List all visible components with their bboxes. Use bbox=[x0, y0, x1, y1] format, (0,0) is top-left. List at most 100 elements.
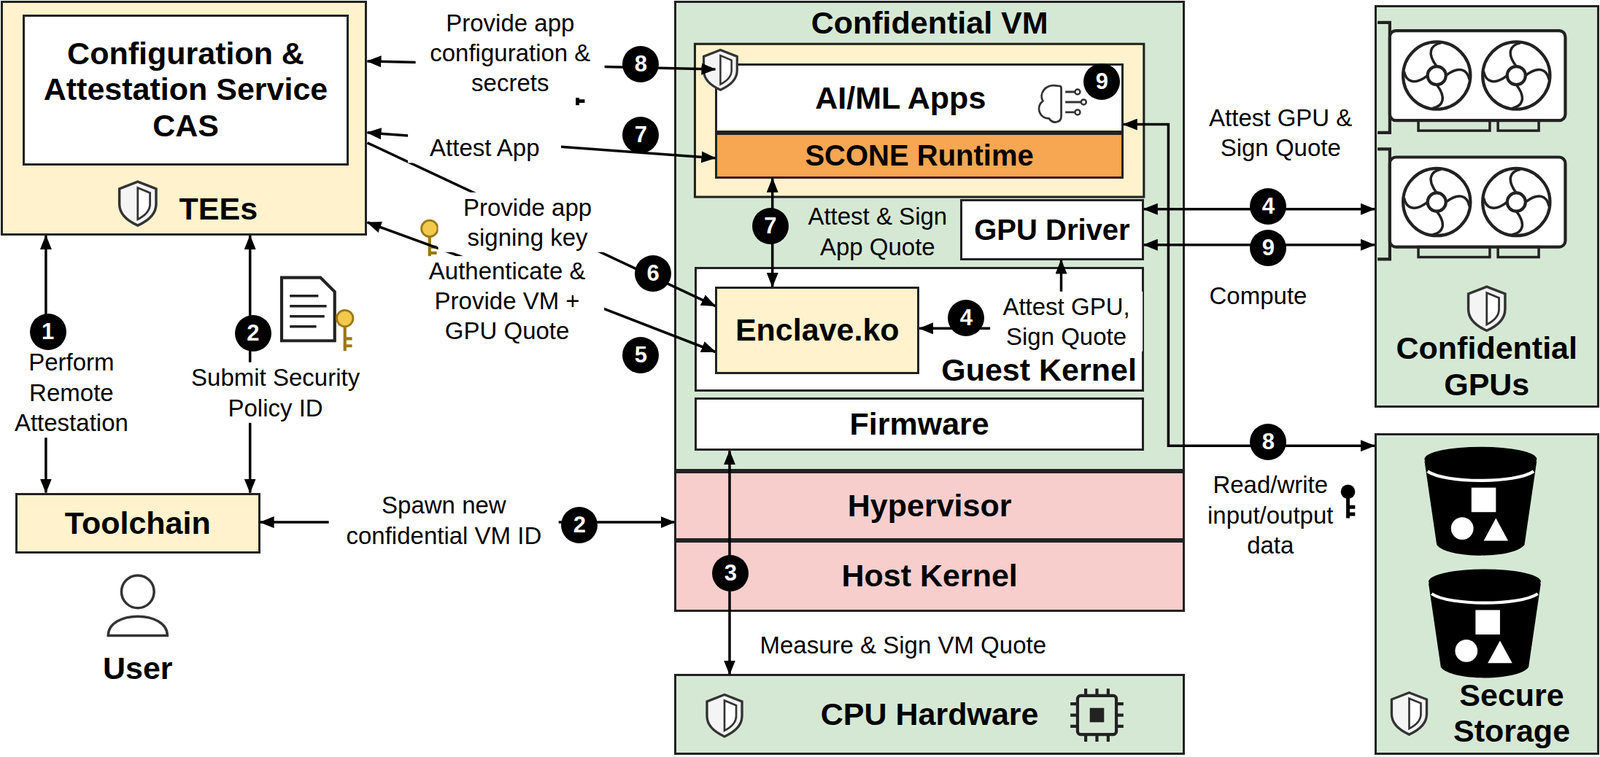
node-label: Enclave.ko bbox=[735, 312, 900, 349]
node-label: AI/ML Apps bbox=[814, 80, 986, 117]
document-sheet bbox=[281, 277, 335, 342]
node-label: Confidential VM bbox=[811, 5, 1049, 41]
bucket-top bbox=[1424, 447, 1537, 473]
node-label: CPU Hardware bbox=[820, 696, 1039, 733]
key-head bbox=[421, 220, 438, 237]
storage-bucket bbox=[1428, 569, 1541, 679]
callout-number: 2 bbox=[234, 315, 272, 352]
node-label: Secure Storage bbox=[1430, 677, 1595, 751]
edge-label: Measure & Sign VM Quote bbox=[734, 631, 1072, 662]
app-container bbox=[694, 43, 1144, 197]
key-shaft bbox=[345, 326, 353, 352]
edge-label: Read/write input/output data bbox=[1186, 469, 1355, 561]
gpu-fan-hub bbox=[1427, 192, 1447, 211]
chip-pins bbox=[1070, 688, 1124, 742]
node-label: Confidential GPUs bbox=[1379, 330, 1594, 403]
edge-label: Submit Security Policy ID bbox=[178, 362, 373, 424]
module-box: Enclave.ko bbox=[715, 286, 920, 375]
key-head bbox=[337, 310, 354, 327]
callout-number: 2 bbox=[561, 507, 598, 544]
host-kernel-band: Host Kernel bbox=[674, 540, 1185, 613]
gpu-fan-blades bbox=[1403, 43, 1470, 109]
edge-label: Attest GPU, Sign Quote bbox=[990, 291, 1144, 352]
bucket-triangle bbox=[1483, 518, 1509, 542]
edge-label: Provide app signing key bbox=[438, 192, 618, 254]
callout-number: 5 bbox=[622, 337, 659, 374]
gpu-fan bbox=[1403, 168, 1471, 236]
node-label: Configuration & Attestation Service CAS bbox=[28, 35, 343, 144]
callout-number: 8 bbox=[622, 45, 659, 83]
driver-box: GPU Driver bbox=[960, 199, 1145, 261]
gpu-fan-blades bbox=[1403, 169, 1470, 235]
node-label: GPU Driver bbox=[974, 213, 1130, 247]
edge-label: Perform Remote Attestation bbox=[2, 348, 141, 439]
node-label: Host Kernel bbox=[841, 558, 1018, 594]
callout-number: 4 bbox=[1249, 188, 1287, 225]
edge-label: Attest GPU & Sign Quote bbox=[1191, 102, 1371, 164]
hypervisor-band: Hypervisor bbox=[674, 471, 1185, 541]
callout-number: 9 bbox=[1083, 63, 1120, 100]
key-head bbox=[1340, 484, 1356, 500]
bucket-circle bbox=[1451, 517, 1474, 540]
node-label: Toolchain bbox=[64, 505, 211, 542]
callout-number: 9 bbox=[1249, 229, 1287, 267]
edge-label: Attest App bbox=[407, 132, 562, 163]
edge-label: Spawn new confidential VM ID bbox=[329, 490, 559, 551]
edge-label: Compute bbox=[1187, 280, 1331, 311]
gpu-fan-blades bbox=[1483, 43, 1550, 109]
bucket-body bbox=[1428, 583, 1541, 678]
callout-number: 1 bbox=[29, 313, 67, 351]
chip-core bbox=[1090, 708, 1105, 724]
user-icon bbox=[107, 575, 168, 637]
node-label: Firmware bbox=[849, 406, 990, 443]
gpu-fan bbox=[1482, 41, 1550, 109]
node-label: SCONE Runtime bbox=[804, 138, 1034, 173]
gpu-body bbox=[1389, 30, 1566, 121]
bucket-rim bbox=[1431, 593, 1538, 604]
gpu-card bbox=[1377, 22, 1565, 133]
storage-bucket bbox=[1424, 447, 1537, 556]
cpu-box: CPU Hardware bbox=[674, 674, 1185, 755]
bucket-body bbox=[1424, 461, 1537, 556]
tee-region: TEEs Configuration & Attestation Service … bbox=[0, 0, 367, 236]
policy-document bbox=[281, 277, 354, 352]
bucket-triangle bbox=[1487, 640, 1513, 664]
bucket-circle bbox=[1454, 639, 1478, 663]
bucket-square bbox=[1471, 488, 1497, 513]
bucket-rim bbox=[1427, 471, 1534, 481]
actor-label: User bbox=[102, 650, 173, 687]
callout-number: 7 bbox=[622, 116, 659, 154]
gpu-card bbox=[1377, 148, 1565, 260]
firmware-box: Firmware bbox=[694, 397, 1144, 451]
edge-label: Attest & Sign App Quote bbox=[795, 201, 960, 262]
callout-number: 4 bbox=[947, 299, 985, 337]
edge-label: Provide app configuration & secrets bbox=[415, 8, 605, 99]
document-lines bbox=[289, 296, 327, 327]
bucket-top bbox=[1428, 569, 1541, 595]
key-icon bbox=[421, 220, 438, 257]
callout-number: 6 bbox=[634, 255, 672, 292]
bucket-square bbox=[1475, 609, 1501, 635]
callout-number: 8 bbox=[1249, 423, 1287, 461]
gpu-fan-blades bbox=[1483, 169, 1550, 235]
gpu-body bbox=[1389, 157, 1566, 248]
service-box: Configuration & Attestation Service CAS bbox=[22, 14, 350, 166]
node-label: Guest Kernel bbox=[941, 352, 1137, 389]
node-label: TEEs bbox=[179, 191, 259, 227]
gpu-fan-hub bbox=[1507, 66, 1526, 85]
gpu-fan-hub bbox=[1507, 192, 1526, 211]
toolchain-box: Toolchain bbox=[15, 493, 261, 555]
cpu-chip bbox=[1070, 688, 1124, 742]
callout-number: 3 bbox=[712, 555, 749, 592]
runtime-box: SCONE Runtime bbox=[715, 132, 1123, 179]
edge-label: Authenticate & Provide VM + GPU Quote bbox=[410, 256, 605, 347]
key-icon bbox=[1340, 484, 1356, 519]
gpu-fan-hub bbox=[1427, 66, 1447, 85]
gpu-fan bbox=[1482, 168, 1550, 236]
key-shaft bbox=[1348, 498, 1356, 519]
node-label: Hypervisor bbox=[847, 488, 1012, 524]
user-head bbox=[121, 575, 154, 609]
user-body bbox=[107, 616, 168, 636]
gpu-fan bbox=[1403, 41, 1471, 109]
